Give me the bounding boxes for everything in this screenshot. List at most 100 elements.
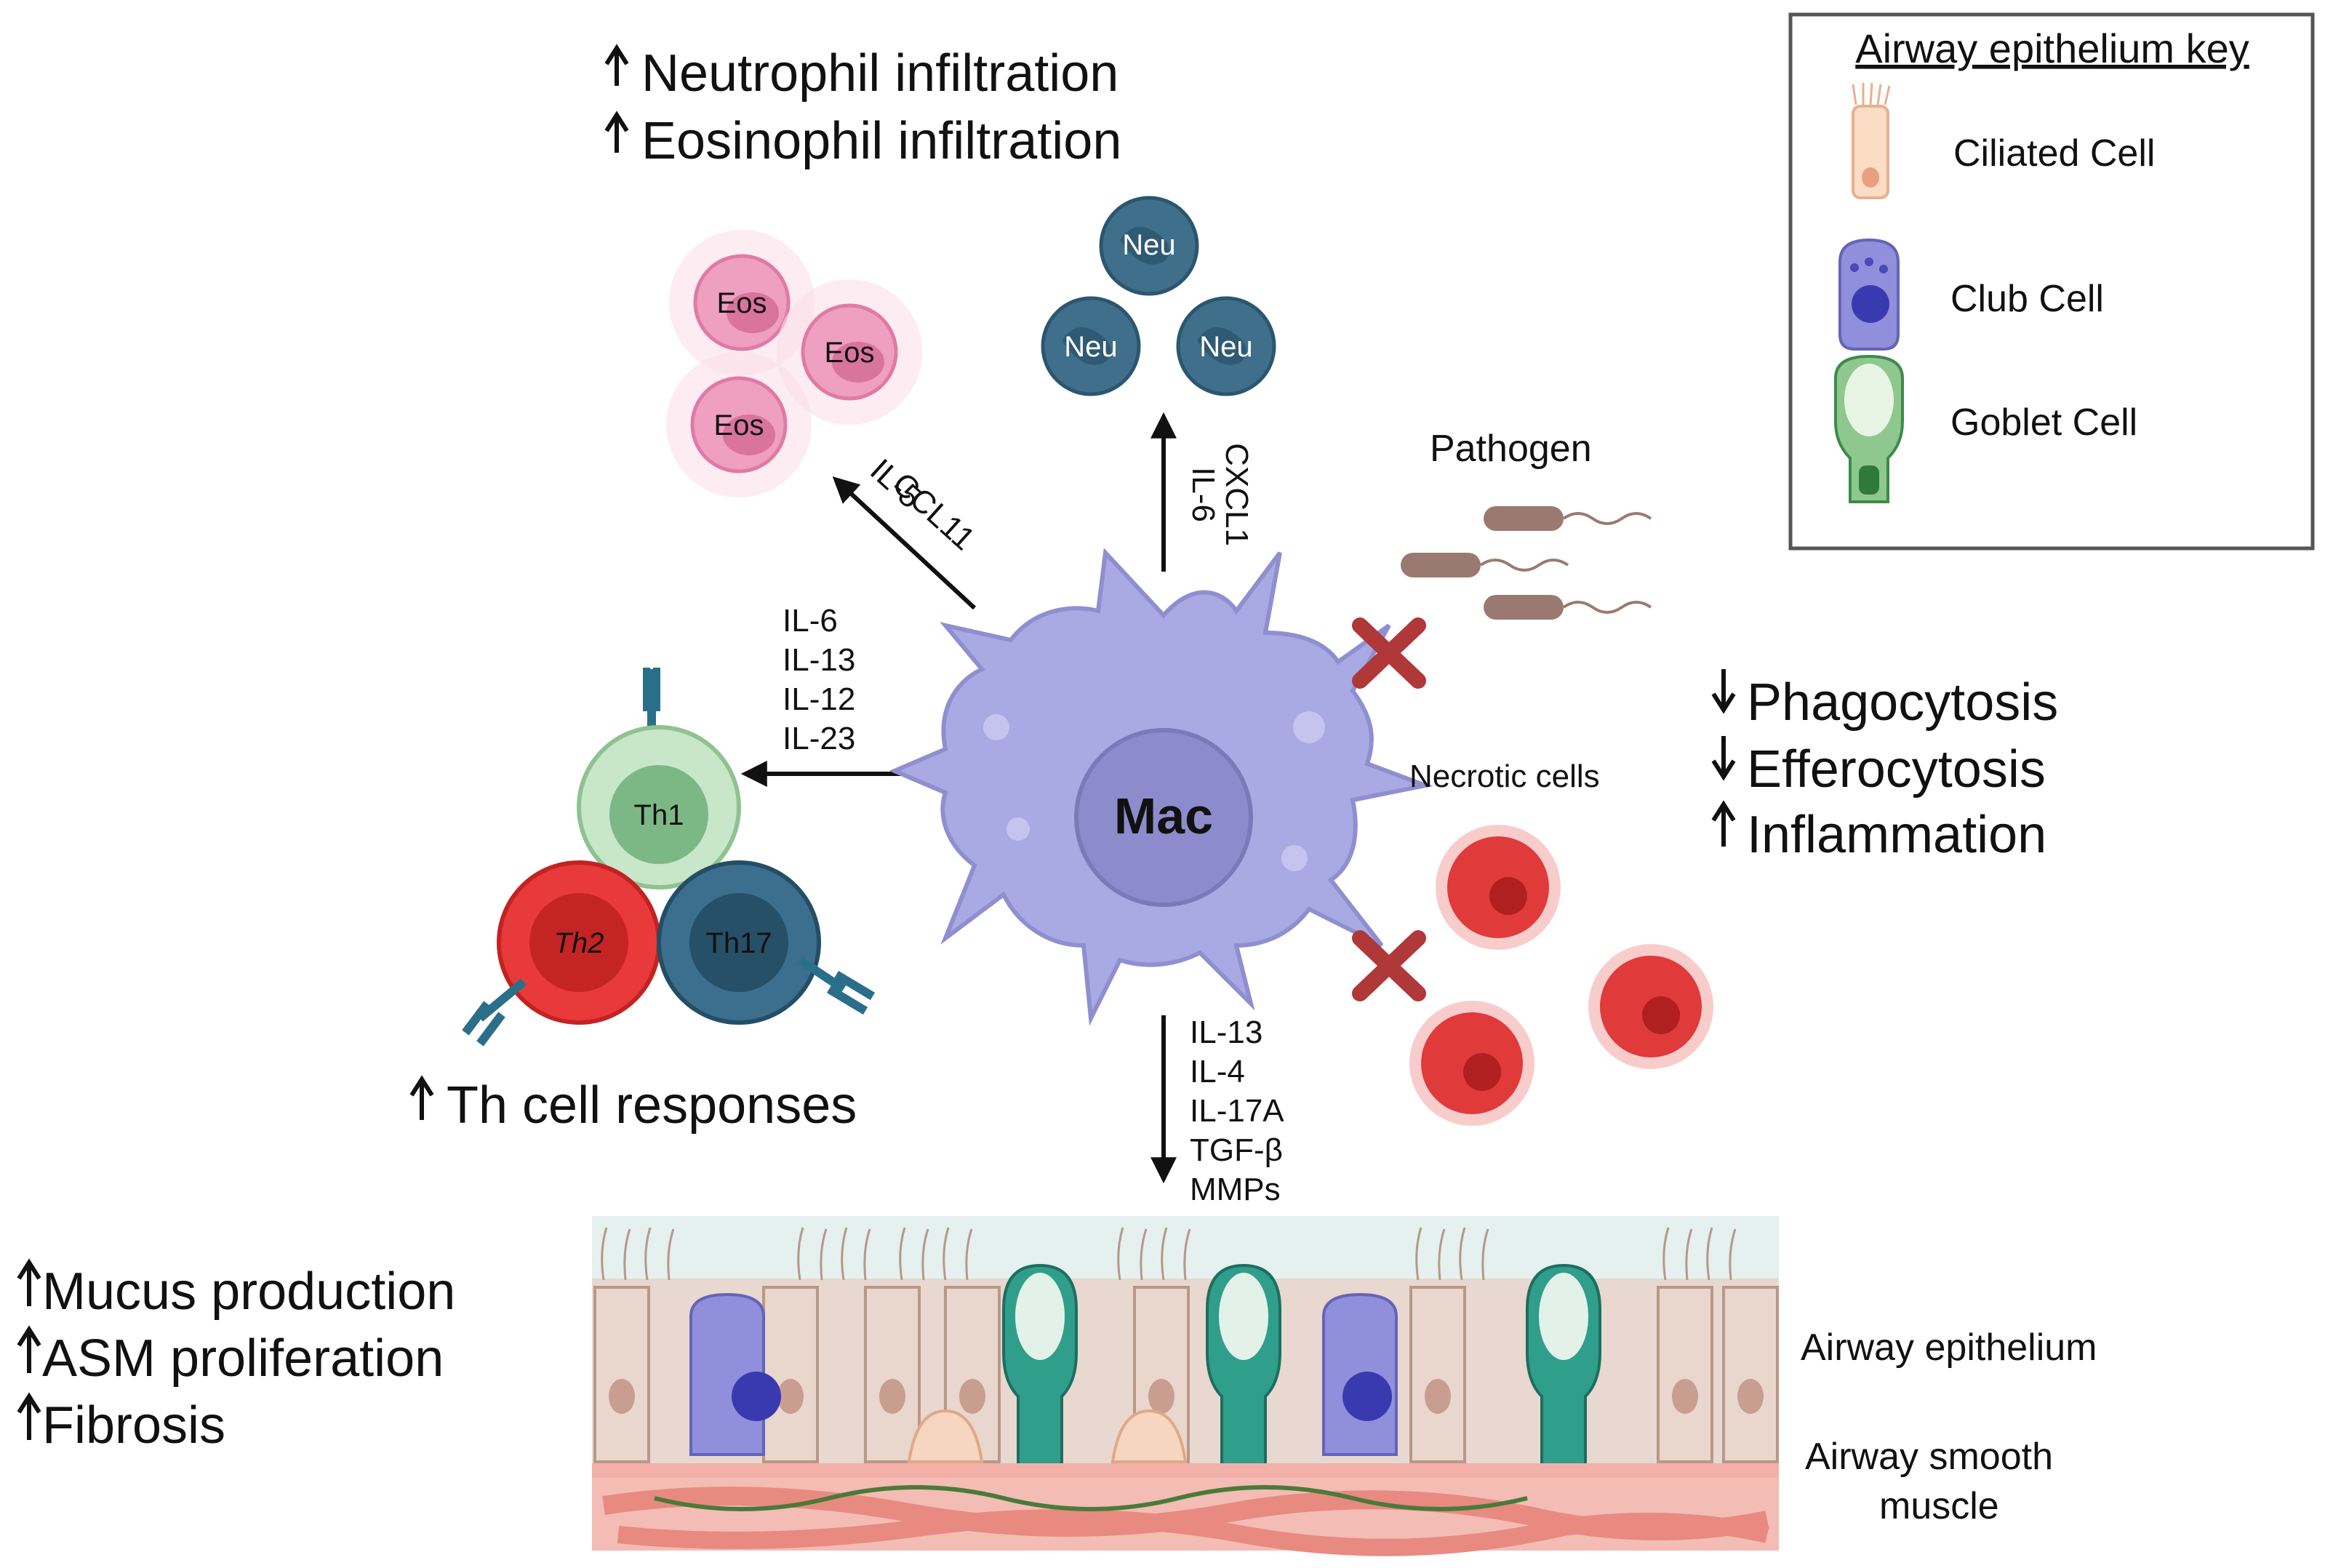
- eosinophil-cell: Eos: [666, 352, 812, 497]
- necrotic-cell: [1436, 825, 1561, 950]
- asm-label-line2: muscle: [1879, 1485, 1999, 1527]
- phagocytosis-label: Phagocytosis: [1747, 673, 2058, 732]
- cytokine-item: IL-13: [783, 642, 855, 678]
- cytokine-item: IL-12: [783, 681, 855, 717]
- down-arrow-icon: [1711, 669, 1736, 714]
- airway-epithelium-label: Airway epithelium: [1801, 1327, 2097, 1369]
- eosinophil-cluster: Eos Eos Eos: [666, 230, 922, 497]
- up-arrow-icon: [17, 1392, 41, 1440]
- neutrophil-cluster: Neu Neu Neu: [1041, 196, 1276, 396]
- cytokine-item: IL-4: [1190, 1054, 1245, 1089]
- cytokine-item: IL-17A: [1190, 1093, 1284, 1129]
- smooth-muscle-layer: [592, 1478, 1779, 1556]
- necrotic-label: Necrotic cells: [1409, 759, 1600, 794]
- cytokine-item: IL-23: [783, 721, 855, 756]
- neu-label: Neu: [1122, 229, 1175, 261]
- cilia-row: [601, 1227, 1737, 1281]
- goblet-cell: [1002, 1263, 1078, 1471]
- inflammation-effect: Inflammation: [1711, 800, 2046, 864]
- key-club-label: Club Cell: [1950, 278, 2104, 320]
- eos-label: Eos: [825, 337, 875, 369]
- cytokine-item: IL-6: [783, 603, 838, 639]
- macrophage-cell: Mac: [889, 548, 1433, 1026]
- blocked-cross-icon: [1352, 617, 1426, 689]
- efferocytosis-effect: Efferocytosis: [1711, 736, 2046, 799]
- goblet-cell: [1526, 1263, 1601, 1471]
- th-cytokine-list: IL-6 IL-13 IL-12 IL-23: [783, 603, 855, 756]
- fibrosis-effect: Fibrosis: [17, 1392, 225, 1455]
- neutrophil-cell: Neu: [1176, 296, 1276, 396]
- eosinophil-cell: Eos: [777, 279, 922, 425]
- pathogen-label: Pathogen: [1430, 428, 1592, 470]
- th17-cell: Th17: [657, 860, 876, 1025]
- neutrophil-effect: Neutrophil infiltration: [604, 44, 1119, 103]
- key-goblet-icon: [1834, 354, 1904, 503]
- eosinophil-effect: Eosinophil infiltration: [604, 111, 1121, 170]
- fibrosis-label: Fibrosis: [42, 1396, 225, 1455]
- neu-label: Neu: [1199, 331, 1252, 363]
- key-club-icon: [1838, 238, 1900, 351]
- key-ciliated-label: Ciliated Cell: [1953, 132, 2155, 175]
- eos-label: Eos: [714, 409, 764, 441]
- cytokine-il6: IL-6: [1185, 467, 1221, 522]
- basement-membrane: [592, 1463, 1779, 1478]
- asm-effect: ASM proliferation: [17, 1325, 444, 1388]
- cytokine-item: TGF-β: [1190, 1132, 1283, 1168]
- ciliated-nuclei: [609, 1379, 1764, 1414]
- neutrophil-cell: Neu: [1099, 196, 1199, 296]
- asm-label-line1: Airway smooth: [1805, 1436, 2053, 1478]
- up-arrow-icon: [17, 1258, 41, 1306]
- pathogen-bacterium: [1484, 506, 1652, 531]
- phagocytosis-effect: Phagocytosis: [1711, 669, 2058, 732]
- cytokine-item: MMPs: [1190, 1172, 1281, 1207]
- th-responses-effect: Th cell responses: [409, 1075, 857, 1135]
- goblet-cell: [1206, 1263, 1281, 1471]
- necrotic-cell-group: [1409, 825, 1713, 1126]
- pathogen-bacterium: [1484, 595, 1652, 620]
- cytokine-item: IL-13: [1190, 1015, 1262, 1050]
- th1-cell: Th1: [577, 668, 741, 889]
- th2-label: Th2: [554, 927, 604, 959]
- necrotic-cell: [1409, 1001, 1534, 1126]
- necrotic-cell: [1588, 944, 1713, 1069]
- airway-key: Airway epithelium key Ciliated Cell Club…: [1788, 12, 2315, 551]
- neutrophil-effect-label: Neutrophil infiltration: [641, 44, 1119, 103]
- th-responses-label: Th cell responses: [447, 1076, 857, 1135]
- eosinophil-cell: Eos: [669, 230, 815, 375]
- neutrophil-cell: Neu: [1041, 296, 1141, 396]
- mac-label: Mac: [1114, 788, 1213, 844]
- efferocytosis-label: Efferocytosis: [1747, 740, 2046, 799]
- pathogen-group: [1401, 506, 1652, 620]
- down-arrow-icon: [1711, 736, 1736, 781]
- arrow-to-eosinophils: [832, 476, 977, 610]
- airway-cytokine-list: IL-13 IL-4 IL-17A TGF-β MMPs: [1190, 1015, 1284, 1207]
- cytokine-cxcl1: CXCL1: [1219, 443, 1254, 546]
- club-cell: [1322, 1292, 1398, 1456]
- eos-label: Eos: [717, 287, 767, 319]
- club-cell: [689, 1292, 781, 1456]
- th1-label: Th1: [634, 799, 684, 831]
- asm-effect-label: ASM proliferation: [42, 1329, 444, 1388]
- key-ciliated-icon: [1852, 82, 1891, 199]
- mucus-label: Mucus production: [42, 1263, 455, 1321]
- th17-label: Th17: [705, 927, 772, 959]
- up-arrow-icon: [604, 111, 629, 153]
- pathogen-bacterium: [1401, 553, 1569, 577]
- up-arrow-icon: [17, 1325, 41, 1373]
- up-arrow-icon: [604, 44, 629, 86]
- key-goblet-label: Goblet Cell: [1950, 401, 2137, 444]
- up-arrow-icon: [1711, 800, 1736, 847]
- airway-tissue: [592, 1216, 1779, 1556]
- basal-cell: [907, 1409, 984, 1463]
- key-title: Airway epithelium key: [1855, 25, 2249, 71]
- neu-label: Neu: [1064, 331, 1117, 363]
- up-arrow-icon: [409, 1075, 434, 1120]
- mac-nucleus: [1074, 728, 1253, 907]
- inflammation-label: Inflammation: [1747, 806, 2046, 864]
- th2-cell: Th2: [462, 860, 661, 1047]
- blocked-cross-icon: [1352, 930, 1426, 1001]
- ciliated-cells: [593, 1286, 1779, 1463]
- eosinophil-effect-label: Eosinophil infiltration: [641, 112, 1121, 170]
- mucus-effect: Mucus production: [17, 1258, 455, 1321]
- basal-cell: [1111, 1409, 1188, 1463]
